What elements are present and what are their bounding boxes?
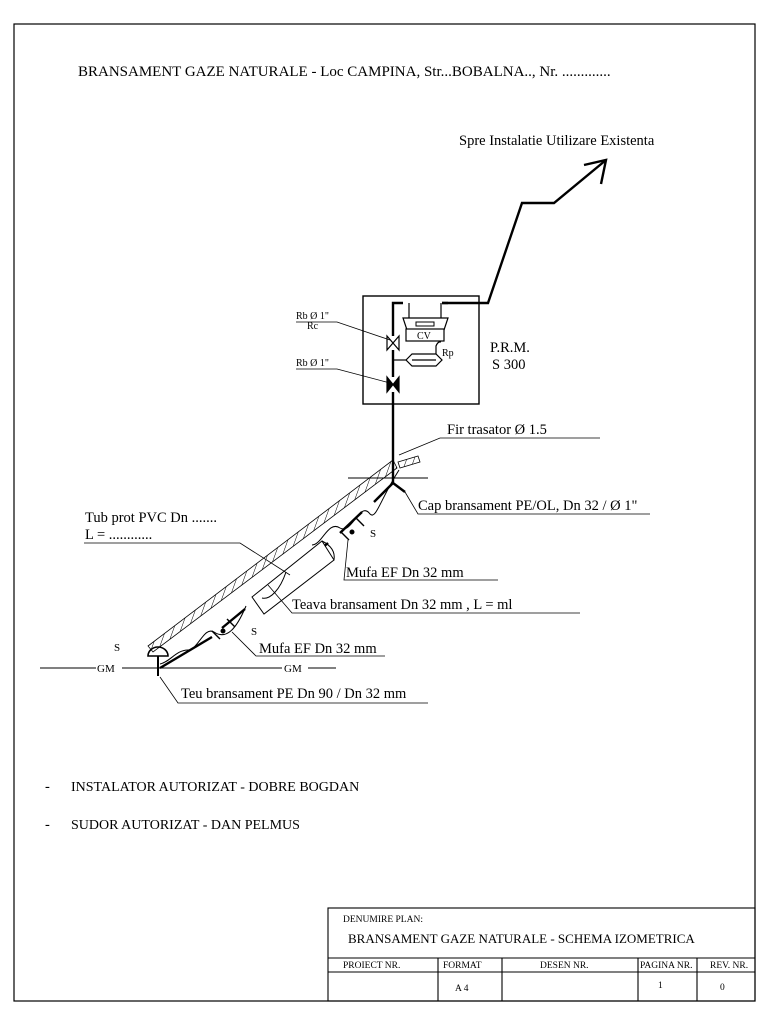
weld-mark-tee: S <box>114 642 120 654</box>
valve-1-label: Rb Ø 1" <box>296 311 329 322</box>
plan-name: BRANSAMENT GAZE NATURALE - SCHEMA IZOMET… <box>348 931 695 946</box>
lower-coupling <box>211 618 236 640</box>
val-rev-nr: 0 <box>720 983 725 993</box>
tee-label: Teu bransament PE Dn 90 / Dn 32 mm <box>181 686 407 702</box>
prm-model: S 300 <box>492 357 525 373</box>
valve-1-sublabel: Rc <box>307 321 319 332</box>
col-drawing-nr: DESEN NR. <box>540 961 589 971</box>
pvc-tube-leader <box>84 542 291 576</box>
prm-cabinet <box>362 295 480 405</box>
tee-saddle <box>147 646 169 657</box>
valve-1-symbol <box>386 334 400 352</box>
valve-2-label: Rb Ø 1" <box>296 358 329 369</box>
val-page-nr: 1 <box>658 981 663 991</box>
note-1-bullet: - <box>45 779 50 795</box>
gas-meter-label: CV <box>417 331 432 342</box>
destination-label: Spre Instalatie Utilizare Existenta <box>459 133 655 149</box>
gas-main-label-left: GM <box>97 663 115 675</box>
prm-internal-piping <box>391 301 448 455</box>
branch-cap-leader <box>404 491 650 515</box>
note-1-text: INSTALATOR AUTORIZAT - DOBRE BOGDAN <box>71 780 359 795</box>
note-2-text: SUDOR AUTORIZAT - DAN PELMUS <box>71 818 300 833</box>
prm-label: P.R.M. <box>490 340 530 356</box>
pressure-regulator-label: Rp <box>442 348 454 359</box>
plan-name-label: DENUMIRE PLAN: <box>343 915 423 925</box>
valve-2-leader <box>296 368 391 384</box>
weld-mark-upper: S <box>370 528 376 540</box>
branch-cap-label: Cap bransament PE/OL, Dn 32 / Ø 1" <box>418 498 637 514</box>
col-rev-nr: REV. NR. <box>710 961 748 971</box>
destination-arrow <box>442 158 608 305</box>
col-page-nr: PAGINA NR. <box>640 961 692 971</box>
ground-slope-hatch <box>147 459 398 653</box>
lower-coupling-label: Mufa EF Dn 32 mm <box>259 641 377 657</box>
note-2-bullet: - <box>45 817 50 833</box>
val-format: A 4 <box>455 984 469 994</box>
gas-meter: CV <box>402 303 449 342</box>
tracer-wire-label: Fir trasator Ø 1.5 <box>447 422 547 438</box>
weld-mark-middle: S <box>251 626 257 638</box>
page-title: BRANSAMENT GAZE NATURALE - Loc CAMPINA, … <box>78 64 611 80</box>
upper-coupling-leader <box>343 539 498 581</box>
valve-2-symbol <box>386 375 400 394</box>
lower-coupling-leader <box>231 631 385 657</box>
title-block <box>327 907 756 1002</box>
pipe-label: Teava bransament Dn 32 mm , L = ml <box>292 597 512 613</box>
col-project-nr: PROIECT NR. <box>343 961 400 971</box>
valve-1-leader <box>296 321 391 341</box>
ground-hatch-top <box>397 455 421 469</box>
tee-leader <box>159 676 428 704</box>
pvc-tube-label: Tub prot PVC Dn ....... <box>85 510 217 526</box>
pressure-regulator: Rp <box>393 341 454 367</box>
upper-coupling <box>340 517 365 541</box>
pvc-protection-tube <box>251 540 335 615</box>
tracer-wire-leader <box>398 437 600 456</box>
gas-main-label-right: GM <box>284 663 302 675</box>
pipe-leader <box>267 584 580 614</box>
upper-coupling-label: Mufa EF Dn 32 mm <box>346 565 464 581</box>
pvc-tube-length: L = ............ <box>85 527 152 543</box>
col-format: FORMAT <box>443 961 482 971</box>
